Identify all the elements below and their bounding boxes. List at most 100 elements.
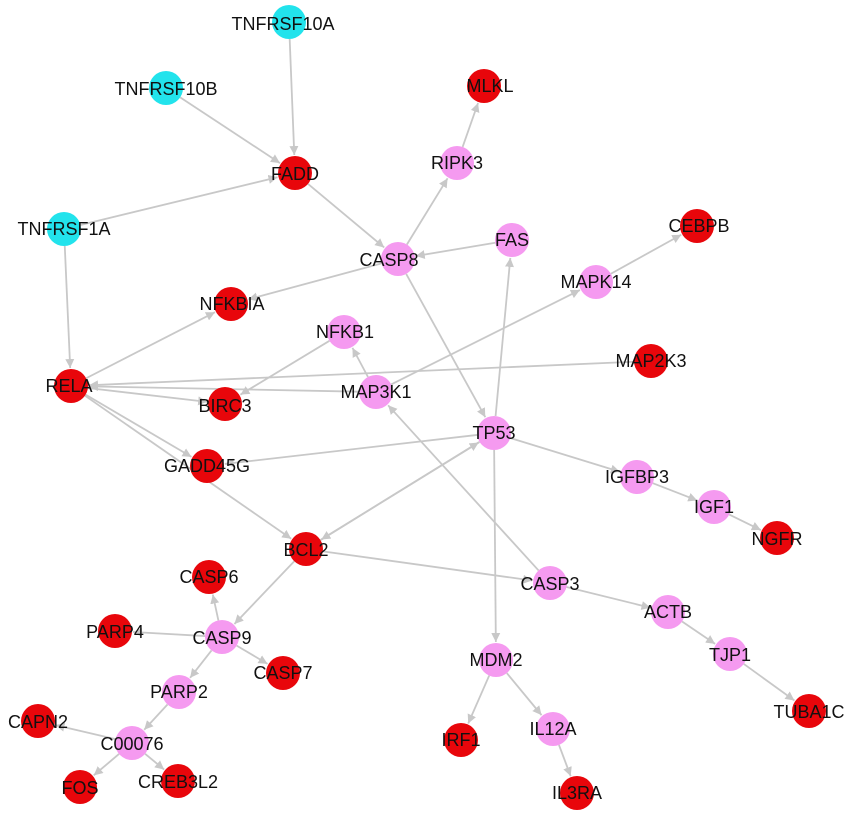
edge-map2k3-to-rela <box>88 360 635 390</box>
node-label-mapk14: MAPK14 <box>560 272 631 292</box>
node-mlkl <box>467 69 501 103</box>
node-label-capn2: CAPN2 <box>8 712 68 732</box>
node-label-casp6: CASP6 <box>179 567 238 587</box>
edge-c00076-to-creb3l2 <box>144 753 165 771</box>
node-tp53 <box>477 416 511 450</box>
node-il3ra <box>560 776 594 810</box>
node-label-ngfr: NGFR <box>752 529 803 549</box>
node-map3k1 <box>359 375 393 409</box>
edge-c00076-to-capn2 <box>55 722 116 741</box>
edge-rela-to-bcl2 <box>84 394 292 540</box>
edge-map3k1-to-mapk14 <box>390 289 581 386</box>
node-label-c00076: C00076 <box>100 734 163 754</box>
node-label-map2k3: MAP2K3 <box>615 351 686 371</box>
edge-casp9-to-casp7 <box>236 644 268 665</box>
edge-nfkb1-to-birc3 <box>239 340 330 396</box>
node-casp3 <box>533 566 567 600</box>
node-casp9 <box>205 620 239 654</box>
edge-ripk3-to-mlkl <box>461 102 480 148</box>
node-nfkbia <box>214 287 248 321</box>
node-label-fas: FAS <box>495 230 529 250</box>
edge-bcl2-to-casp9 <box>233 560 295 625</box>
node-fos <box>63 770 97 804</box>
node-label-tnfrsf10a: TNFRSF10A <box>231 14 334 34</box>
node-parp4 <box>98 614 132 648</box>
node-label-nfkbia: NFKBIA <box>199 294 264 314</box>
node-tnfrsf10a <box>272 5 306 39</box>
nodes-layer <box>21 5 826 810</box>
edge-igf1-to-ngfr <box>728 513 762 531</box>
node-label-tuba1c: TUBA1C <box>773 702 844 722</box>
node-label-ripk3: RIPK3 <box>431 153 483 173</box>
edge-igfbp3-to-igf1 <box>652 482 698 502</box>
node-actb <box>651 595 685 629</box>
node-label-gadd45g: GADD45G <box>164 456 250 476</box>
edge-c00076-to-fos <box>93 753 120 777</box>
node-label-fos: FOS <box>61 778 98 798</box>
node-label-igfbp3: IGFBP3 <box>605 467 669 487</box>
node-mdm2 <box>479 643 513 677</box>
edge-rela-to-gadd45g <box>85 393 192 458</box>
labels-layer: TNFRSF10ATNFRSF10BTNFRSF1AFADDMLKLRIPK3C… <box>8 14 845 803</box>
node-gadd45g <box>190 449 224 483</box>
node-label-cebpb: CEBPB <box>668 216 729 236</box>
node-label-nfkb1: NFKB1 <box>316 322 374 342</box>
edge-bcl2-to-casp3 <box>322 550 533 584</box>
edge-casp3-to-map3k1 <box>387 404 540 572</box>
node-rela <box>54 369 88 403</box>
edge-tp53-to-gadd45g <box>224 434 478 468</box>
edge-tp53-to-fas <box>494 257 514 417</box>
node-label-casp8: CASP8 <box>359 250 418 270</box>
edge-parp2-to-c00076 <box>143 703 169 731</box>
node-tnfrsf10b <box>149 71 183 105</box>
node-tjp1 <box>713 637 747 671</box>
node-label-rela: RELA <box>45 376 92 396</box>
node-label-casp3: CASP3 <box>520 574 579 594</box>
node-label-il3ra: IL3RA <box>552 783 602 803</box>
edge-fas-to-casp8 <box>415 241 496 260</box>
node-label-bcl2: BCL2 <box>283 540 328 560</box>
node-label-actb: ACTB <box>644 602 692 622</box>
node-label-tp53: TP53 <box>472 423 515 443</box>
node-label-creb3l2: CREB3L2 <box>138 772 218 792</box>
node-label-casp7: CASP7 <box>253 663 312 683</box>
edge-casp9-to-casp6 <box>210 594 220 621</box>
node-creb3l2 <box>161 764 195 798</box>
node-mapk14 <box>579 265 613 299</box>
node-label-birc3: BIRC3 <box>198 396 251 416</box>
edge-tnfrsf1a-to-fadd <box>80 174 278 226</box>
edge-tp53-to-igfbp3 <box>509 437 621 474</box>
node-label-tnfrsf1a: TNFRSF1A <box>17 219 110 239</box>
node-cebpb <box>680 209 714 243</box>
edges-layer <box>55 38 795 777</box>
node-casp7 <box>266 656 300 690</box>
edge-mdm2-to-irf1 <box>467 675 491 724</box>
node-bcl2 <box>289 532 323 566</box>
edge-mdm2-to-il12a <box>506 672 543 716</box>
node-label-mlkl: MLKL <box>466 76 513 96</box>
edge-tnfrsf10b-to-fadd <box>179 96 281 164</box>
edge-rela-to-nfkbia <box>85 311 216 380</box>
node-irf1 <box>444 723 478 757</box>
node-map2k3 <box>634 344 668 378</box>
edge-actb-to-tjp1 <box>681 620 716 645</box>
node-label-map3k1: MAP3K1 <box>340 382 411 402</box>
node-casp8 <box>381 242 415 276</box>
node-label-fadd: FADD <box>271 164 319 184</box>
node-label-irf1: IRF1 <box>441 730 480 750</box>
edge-mapk14-to-cebpb <box>610 233 682 275</box>
node-label-parp2: PARP2 <box>150 682 208 702</box>
edge-bcl2-to-tp53 <box>319 441 480 541</box>
node-fadd <box>278 156 312 190</box>
node-ripk3 <box>440 146 474 180</box>
node-il12a <box>536 712 570 746</box>
node-igfbp3 <box>620 460 654 494</box>
node-label-igf1: IGF1 <box>694 497 734 517</box>
node-igf1 <box>697 490 731 524</box>
node-fas <box>495 223 529 257</box>
node-label-il12a: IL12A <box>529 719 576 739</box>
edge-fadd-to-casp8 <box>307 183 385 249</box>
node-casp6 <box>192 560 226 594</box>
edge-casp9-to-parp2 <box>189 649 213 679</box>
